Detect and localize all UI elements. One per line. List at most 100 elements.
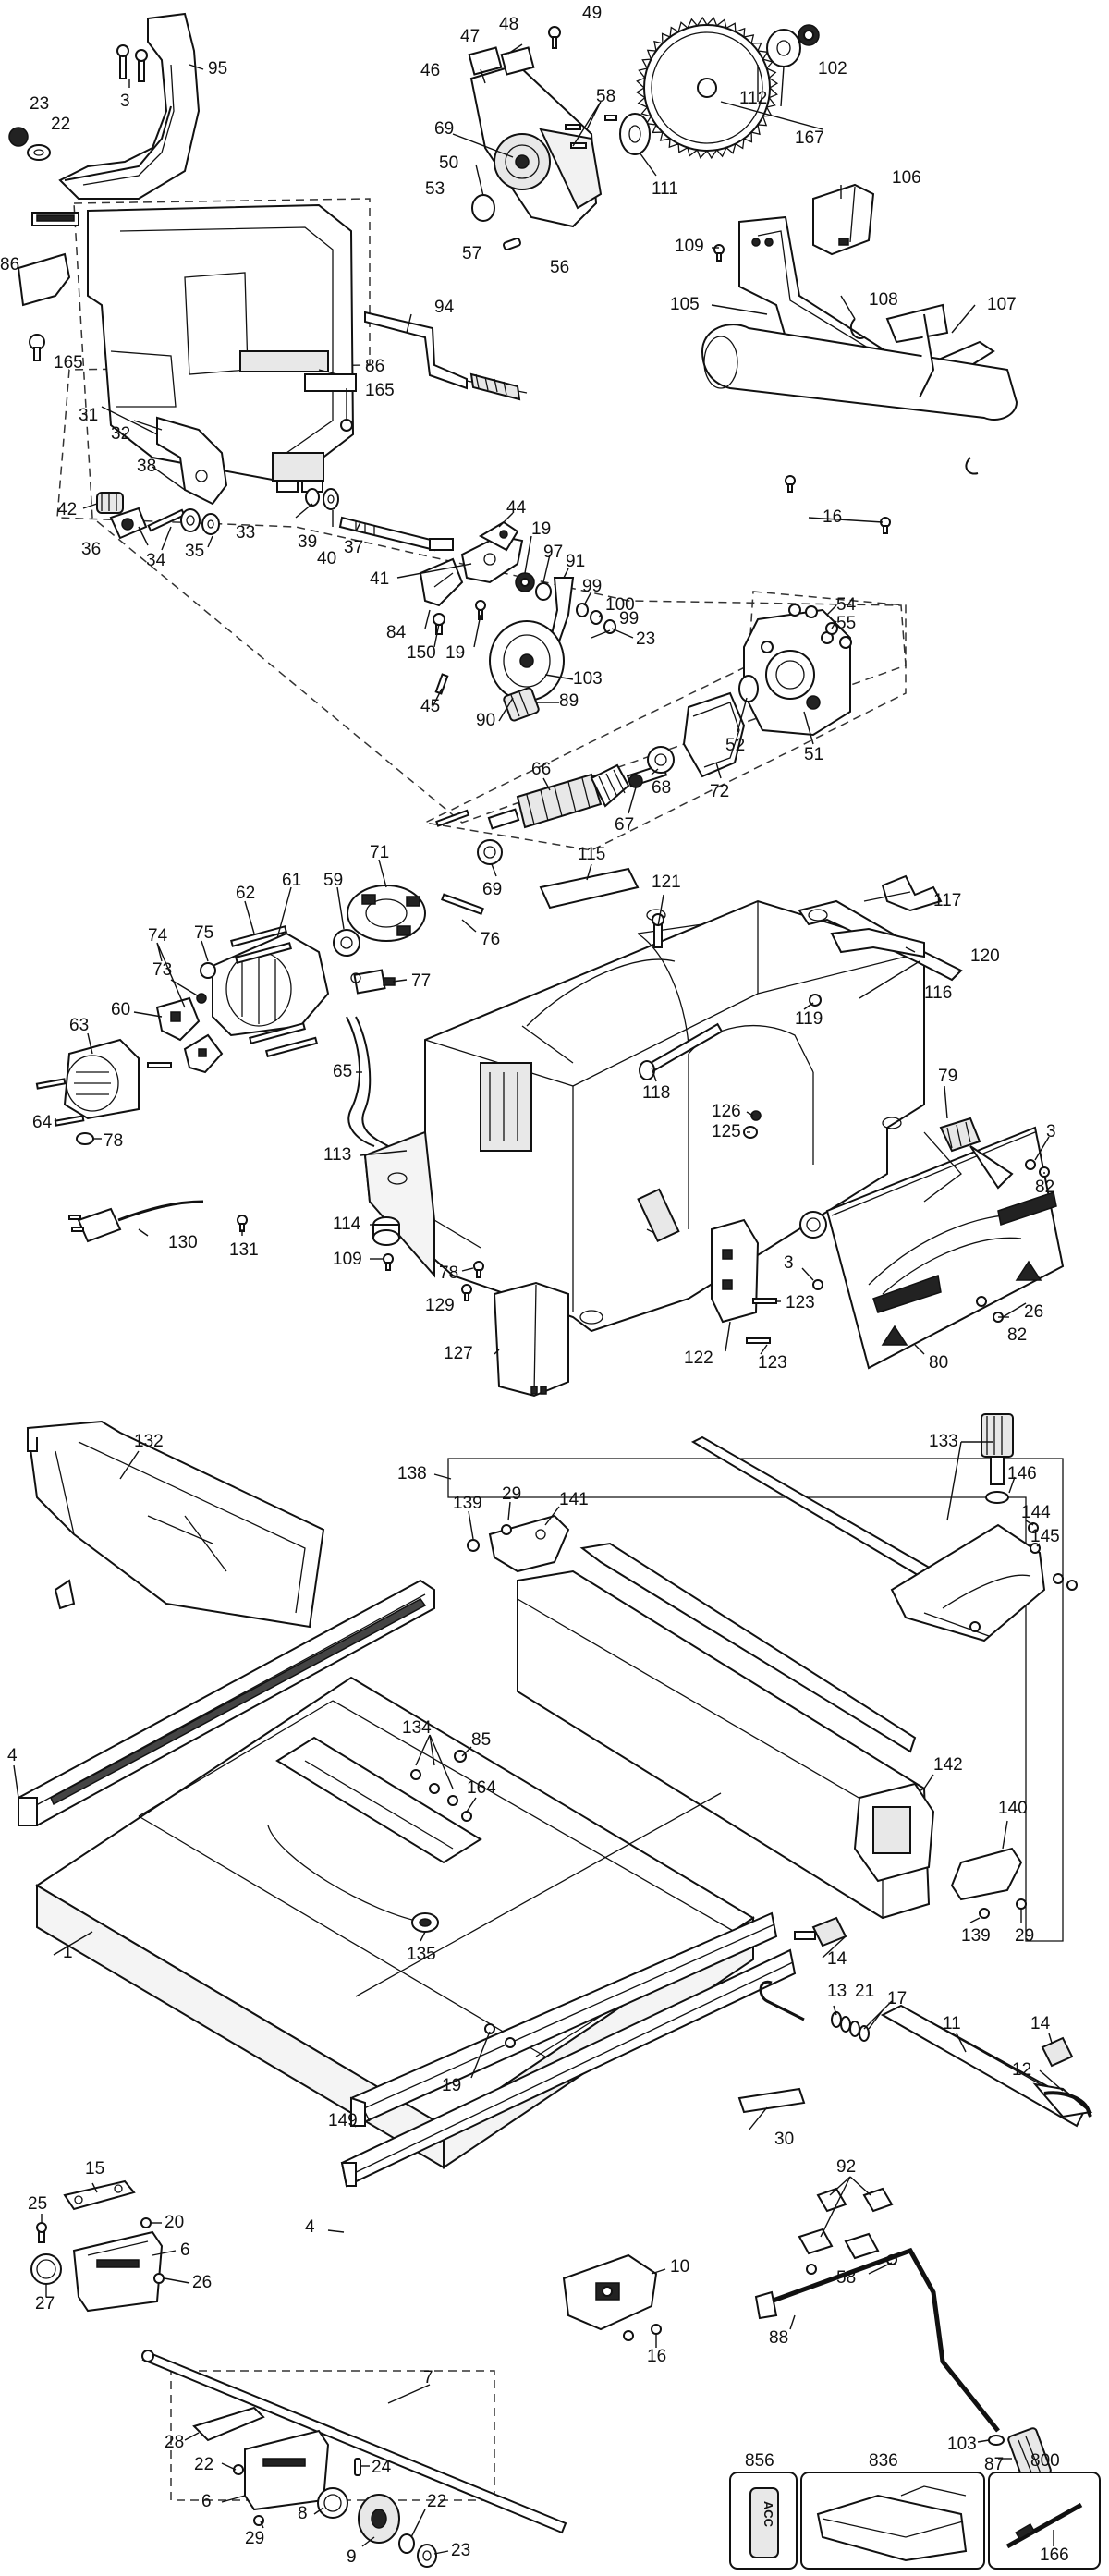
label-103-b: 103 (947, 2435, 977, 2454)
label-22-a: 22 (51, 115, 70, 134)
label-109-a: 109 (675, 237, 704, 256)
label-131: 131 (229, 1240, 259, 1260)
label-92: 92 (836, 2157, 856, 2177)
label-32: 32 (111, 424, 130, 444)
label-23-a: 23 (30, 94, 49, 114)
label-112: 112 (739, 89, 767, 108)
blade-teeth (635, 16, 779, 160)
label-139-b: 139 (961, 1926, 991, 1946)
rod (435, 809, 470, 827)
springs-17-21 (831, 2011, 870, 2042)
label-130: 130 (168, 1233, 198, 1252)
seal-50-53 (471, 194, 495, 222)
label-138: 138 (397, 1464, 427, 1483)
rod-7 (141, 2350, 567, 2534)
bracket-6-bottom (244, 2429, 330, 2511)
clamp-13 (759, 1980, 805, 2021)
label-1: 1 (63, 1943, 73, 1962)
label-90: 90 (476, 711, 495, 730)
label-66: 66 (531, 760, 551, 779)
lever-12 (1043, 2091, 1092, 2118)
knob-89 (503, 687, 540, 722)
washer-52 (738, 675, 759, 702)
label-126: 126 (712, 1102, 741, 1121)
screws-78-129 (461, 1261, 484, 1301)
flange-111 (619, 113, 651, 155)
screw-165-left (29, 334, 45, 361)
screw-131 (237, 1215, 248, 1232)
label-68: 68 (652, 778, 671, 798)
label-80: 80 (929, 1353, 948, 1373)
nut-washer-22-23 (8, 127, 51, 161)
label-3-b: 3 (1046, 1122, 1056, 1141)
inset-836 (800, 2472, 985, 2570)
label-149: 149 (328, 2111, 358, 2130)
label-38: 38 (137, 457, 156, 476)
wing-nut-117 (881, 874, 943, 912)
bracket-122 (711, 1218, 760, 1324)
switch-box-127 (493, 1281, 569, 1398)
label-167: 167 (795, 128, 824, 148)
label-42: 42 (57, 500, 77, 519)
label-106: 106 (892, 168, 921, 188)
label-115: 115 (578, 845, 605, 864)
label-67: 67 (615, 815, 634, 835)
knob-79 (939, 1117, 981, 1153)
label-13: 13 (827, 1982, 847, 2001)
bracket-plate-32 (156, 416, 228, 506)
label-123-b: 123 (758, 1353, 787, 1373)
label-48: 48 (499, 15, 518, 34)
label-99-b: 99 (619, 609, 639, 629)
screws-62 (230, 925, 319, 1058)
label-17: 17 (887, 1989, 907, 2008)
label-8: 8 (298, 2504, 308, 2523)
label-89: 89 (559, 691, 579, 711)
screws-134-85-164 (410, 1750, 472, 1822)
label-114: 114 (333, 1215, 361, 1234)
label-72: 72 (710, 782, 729, 801)
knob-36 (109, 507, 148, 540)
label-109-b: 109 (333, 1250, 362, 1269)
label-100: 100 (605, 595, 635, 615)
label-20: 20 (165, 2213, 184, 2232)
knob-42 (96, 492, 124, 514)
label-61: 61 (282, 871, 301, 890)
brush-75 (196, 962, 216, 1004)
label-33: 33 (236, 523, 255, 543)
riving-knife-arm (58, 12, 201, 200)
label-91: 91 (566, 552, 585, 571)
fence-bracket-141 (488, 1514, 570, 1573)
label-65: 65 (333, 1062, 352, 1081)
rod-88 (754, 2247, 1000, 2433)
screws-16-guard (785, 457, 979, 534)
label-62: 62 (236, 884, 255, 903)
label-59: 59 (323, 871, 343, 890)
label-78-b: 78 (439, 1264, 458, 1283)
label-31: 31 (79, 406, 98, 425)
label-12: 12 (1012, 2060, 1031, 2080)
brush-assembly-74 (155, 996, 201, 1042)
label-82-a: 82 (1035, 1178, 1054, 1197)
screw-121 (652, 913, 664, 948)
label-108: 108 (869, 290, 898, 310)
bracket-10 (562, 2253, 658, 2331)
label-117: 117 (933, 891, 961, 910)
pins-57-56 (503, 238, 521, 250)
wheel-9 (358, 2494, 400, 2544)
label-69-b: 69 (482, 880, 502, 899)
switch-77 (350, 969, 396, 995)
cord-65 (346, 1016, 389, 1147)
flange-112 (766, 29, 801, 67)
blade-teeth-outline (635, 16, 779, 160)
label-39: 39 (298, 532, 317, 552)
label-79: 79 (938, 1067, 957, 1086)
label-16-a: 16 (823, 507, 842, 527)
label-95: 95 (208, 59, 227, 79)
screw-49 (548, 26, 561, 49)
label-51: 51 (804, 745, 823, 764)
front-rail-4-bottom (340, 1948, 797, 2188)
washers-39-40 (305, 488, 339, 510)
label-69-a: 69 (434, 119, 454, 139)
clip-108 (849, 318, 865, 339)
label-9: 9 (347, 2547, 357, 2567)
